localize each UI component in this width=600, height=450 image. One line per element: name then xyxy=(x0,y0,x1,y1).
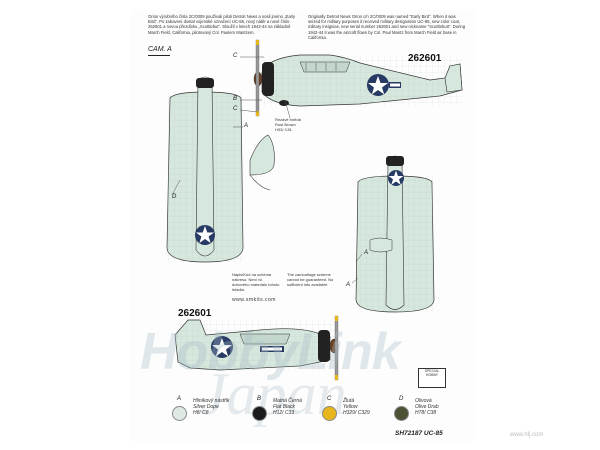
callout-d: D xyxy=(172,194,177,200)
serial-number-bottom: 262601 xyxy=(178,308,212,319)
swatch-letter: A xyxy=(177,396,182,402)
spinner-note-en: Rust Brown xyxy=(275,122,296,127)
callout-a-underside: A xyxy=(364,250,369,256)
swatch-letter: C xyxy=(327,396,332,402)
callout-a-top-view: A xyxy=(244,123,249,129)
left-disclaimer-note: Nápis/Kód na schéma nákresu. Není vč. do… xyxy=(232,272,280,292)
top-view-plane xyxy=(166,76,275,263)
side-view-bottom xyxy=(174,315,339,381)
swatch-circle-black xyxy=(252,406,267,421)
watermark-hobbylink: HobbyLink xyxy=(140,323,401,381)
swatch-circle-olive xyxy=(394,406,409,421)
serial-number-top: 262601 xyxy=(408,53,442,64)
camouflage-underline xyxy=(148,55,170,56)
product-code: SH72187 UC-85 xyxy=(395,430,443,437)
history-text-english: Originally Detroit News Orion c/n 2C/000… xyxy=(308,14,466,40)
callout-c: C xyxy=(233,106,238,112)
side-view-top xyxy=(253,39,463,117)
camouflage-label: CAM. A xyxy=(148,46,172,53)
spinner-note-cz: Rezavě hnědá xyxy=(275,117,301,122)
special-hobby-logo: SPECIAL HOBBY xyxy=(418,368,446,388)
swatch-letter: D xyxy=(399,396,404,402)
underside-view-plane xyxy=(355,155,435,313)
history-text-czech: Orion výrobního čísla 2C/0009 používali … xyxy=(148,14,296,35)
swatch-circle-silver xyxy=(172,406,187,421)
website-url: www.smkits.com xyxy=(232,297,276,303)
swatch-circle-yellow xyxy=(322,406,337,421)
callout-b: B xyxy=(233,96,238,102)
callout-c-top: C xyxy=(233,53,238,59)
swatch-letter: B xyxy=(257,396,262,402)
right-disclaimer-note: The camouflage scheme cannot be guarante… xyxy=(287,272,334,287)
callout-a-underside-2: A xyxy=(346,282,351,288)
spinner-note-code: H33/ C81 xyxy=(275,127,292,132)
watermark-url: www.hlj.com xyxy=(510,432,544,438)
